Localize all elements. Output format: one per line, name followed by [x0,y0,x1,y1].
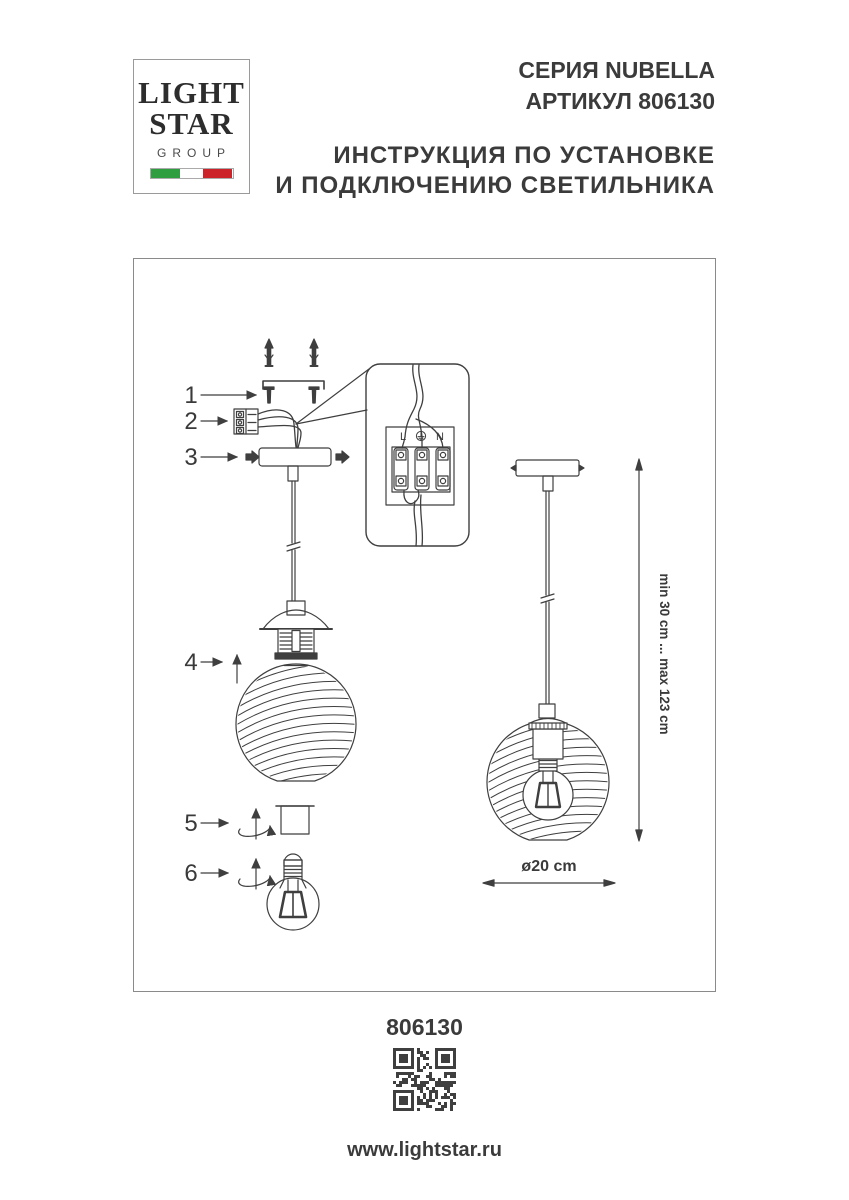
website-url: www.lightstar.ru [347,1139,502,1161]
height-dimension [635,458,643,842]
assembled-lamp [486,459,610,842]
logo-word-group: GROUP [156,146,231,160]
earth-icon [415,430,427,442]
shade-collar [528,703,568,730]
lightstar-logo: LIGHT STAR GROUP [133,59,250,194]
socket-ring-icon [275,805,315,835]
step-label-4: 4 [184,649,197,676]
logo-word-star: STAR [149,106,234,141]
step-label-5: 5 [184,810,197,837]
diagram-svg: 1 2 3 4 5 6 L N min 30 cm ... max 123 cm… [184,338,672,931]
step-label-3: 3 [184,444,197,471]
series-article-block: СЕРИЯ NUBELLA АРТИКУЛ 806130 [518,55,715,117]
flag-white [180,169,203,178]
diameter-dimension [482,879,616,887]
swirl-pattern-left [237,665,355,783]
instruction-title: ИНСТРУКЦИЯ ПО УСТАНОВКЕ И ПОДКЛЮЧЕНИЮ СВ… [275,141,715,201]
instruction-title-line2: И ПОДКЛЮЧЕНИЮ СВЕТИЛЬНИКА [275,172,715,199]
terminal-label-neutral: N [436,431,444,443]
callout-line-bottom [295,409,368,425]
qr-code [393,1048,456,1111]
canopy-right [515,459,580,477]
glass-shade-left [235,663,357,783]
step-label-6: 6 [184,860,197,887]
installation-diagram: 1 2 3 4 5 6 L N min 30 cm ... max 123 cm… [133,258,716,992]
terminal-block-icon [233,408,259,435]
light-bulb-icon [266,853,320,931]
suspension-cord-left [286,480,301,602]
wiring-inset [365,363,470,547]
terminal-clamps [393,447,451,491]
push-arrow-left [245,450,260,464]
flag-red [202,169,233,178]
footer-article-number: 806130 [386,1014,463,1040]
step-label-1: 1 [184,382,197,409]
diameter-dimension-label: ø20 cm [521,858,576,875]
rotate-icon-5 [238,807,277,840]
height-dimension-label: min 30 cm ... max 123 cm [657,573,672,734]
screws-icon [263,386,320,404]
italy-flag-icon [149,168,234,179]
series-label: СЕРИЯ NUBELLA [518,57,715,83]
inner-socket-and-bulb [522,728,574,821]
supply-wires [257,409,302,449]
flag-green [150,169,181,178]
ceiling-canopy [258,447,332,482]
callout-line-top [295,368,370,425]
push-arrow-right [335,450,350,464]
article-label: АРТИКУЛ 806130 [525,88,715,114]
lamp-holder [259,600,333,660]
screw-spacing-bracket [262,380,325,390]
instruction-title-line1: ИНСТРУКЦИЯ ПО УСТАНОВКЕ [333,142,715,169]
wall-plugs-icon [264,338,319,367]
terminal-label-live: L [400,431,406,443]
rotate-icon-6 [238,857,277,890]
logo-word-light: LIGHT [138,75,245,110]
step-label-2: 2 [184,408,197,435]
